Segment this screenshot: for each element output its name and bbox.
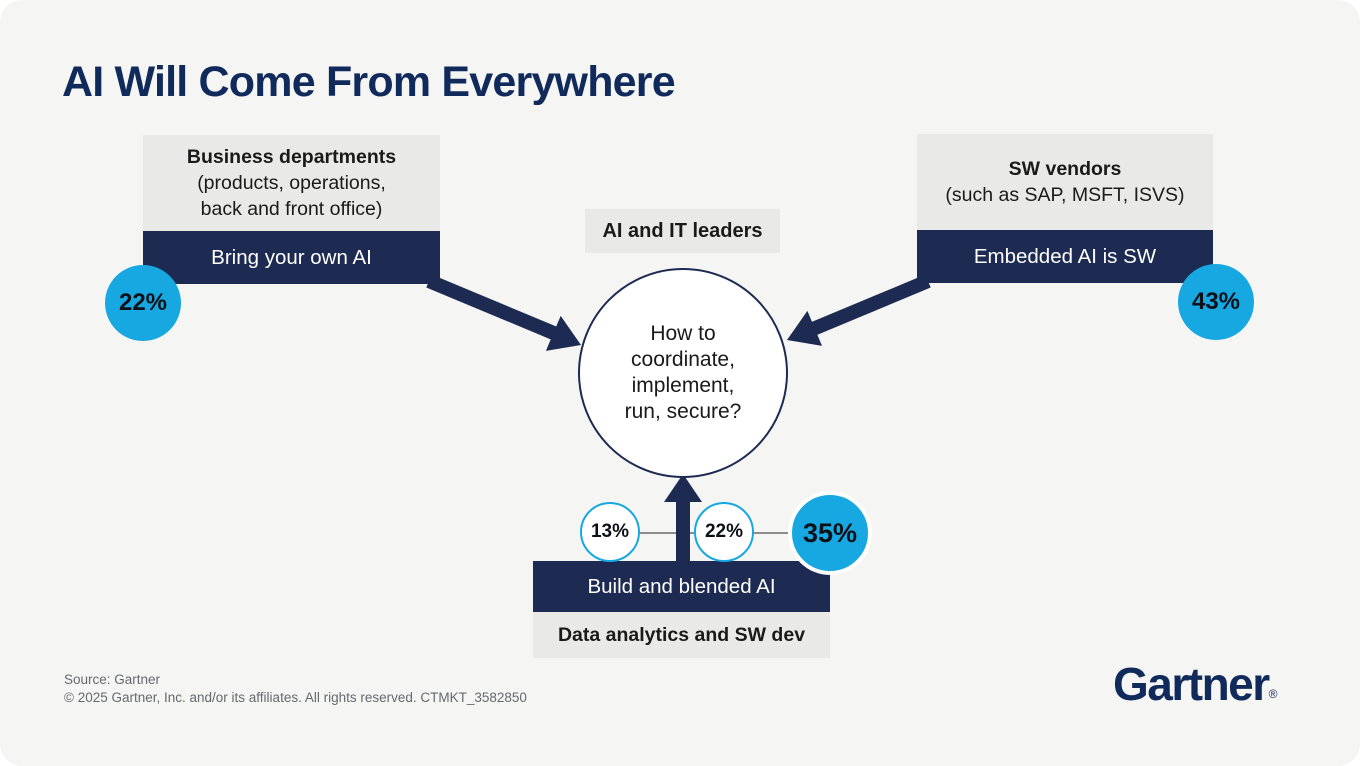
embedded-ai-label: Embedded AI is SW bbox=[973, 244, 1157, 268]
bring-your-own-ai-bar: Bring your own AI bbox=[143, 231, 440, 284]
footer: Source: Gartner © 2025 Gartner, Inc. and… bbox=[64, 671, 527, 707]
question-line-3: implement, bbox=[631, 374, 735, 397]
percent-badge-22-value: 22% bbox=[118, 289, 168, 316]
sw-vendors-subtitle: (such as SAP, MSFT, ISVS) bbox=[945, 184, 1185, 206]
percent-badge-43: 43% bbox=[1178, 264, 1254, 340]
arrow-right-icon bbox=[787, 274, 931, 346]
percent-badge-22-small: 22% bbox=[694, 502, 754, 562]
percent-badge-13: 13% bbox=[580, 502, 640, 562]
percent-badge-22-small-value: 22% bbox=[704, 521, 744, 542]
data-analytics-label: Data analytics and SW dev bbox=[557, 624, 806, 646]
build-blended-ai-label: Build and blended AI bbox=[587, 574, 776, 598]
percent-badge-35: 35% bbox=[788, 491, 872, 575]
business-departments-subtitle-line1: (products, operations, bbox=[197, 172, 386, 194]
ai-it-leaders-text: AI and IT leaders bbox=[602, 219, 763, 242]
ai-it-leaders-label: AI and IT leaders bbox=[585, 209, 780, 253]
copyright-line: © 2025 Gartner, Inc. and/or its affiliat… bbox=[64, 690, 527, 705]
gartner-logo-text: Gartner bbox=[1113, 658, 1270, 710]
sw-vendors-title: SW vendors bbox=[1008, 158, 1122, 180]
percent-badge-35-value: 35% bbox=[802, 517, 858, 548]
percent-badge-13-value: 13% bbox=[590, 521, 630, 542]
business-departments-subtitle-line2: back and front office) bbox=[200, 198, 383, 220]
central-question-circle: How to coordinate, implement, run, secur… bbox=[578, 268, 788, 478]
embedded-ai-bar: Embedded AI is SW bbox=[917, 230, 1213, 283]
question-line-1: How to bbox=[650, 322, 716, 345]
percent-badge-22: 22% bbox=[105, 265, 181, 341]
business-departments-title: Business departments bbox=[186, 146, 397, 168]
percent-badge-43-value: 43% bbox=[1191, 288, 1241, 315]
build-blended-ai-bar: Build and blended AI bbox=[533, 561, 830, 612]
sw-vendors-box: SW vendors (such as SAP, MSFT, ISVS) bbox=[917, 134, 1213, 230]
gartner-logo: Gartner® bbox=[1113, 657, 1278, 711]
arrow-left-icon bbox=[426, 274, 581, 351]
question-line-4: run, secure? bbox=[624, 400, 742, 423]
business-departments-box: Business departments (products, operatio… bbox=[143, 135, 440, 231]
registered-mark: ® bbox=[1268, 687, 1278, 701]
source-line: Source: Gartner bbox=[64, 672, 161, 687]
data-analytics-box: Data analytics and SW dev bbox=[533, 612, 830, 658]
page-title: AI Will Come From Everywhere bbox=[62, 58, 676, 106]
question-line-2: coordinate, bbox=[631, 348, 735, 371]
bring-your-own-ai-label: Bring your own AI bbox=[211, 245, 372, 269]
